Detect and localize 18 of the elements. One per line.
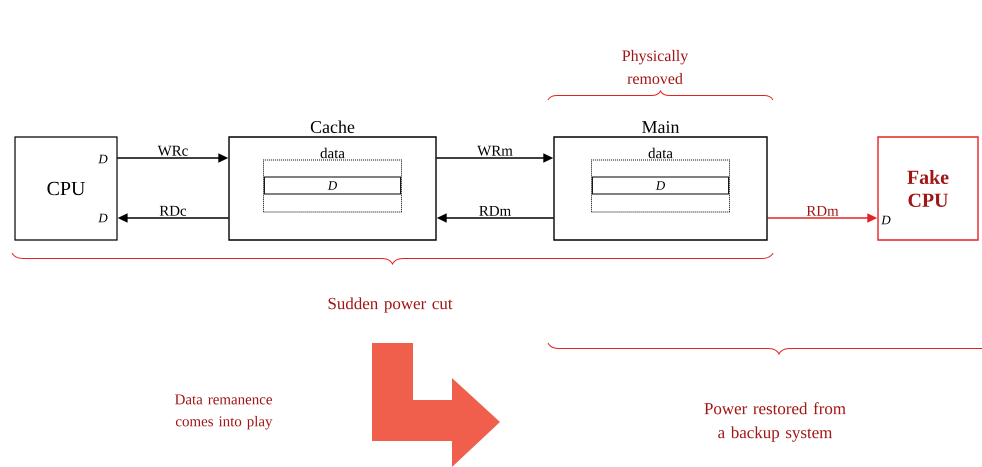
data-row: D bbox=[592, 176, 729, 194]
edge-label: RDm bbox=[478, 204, 512, 217]
node-label: Main bbox=[642, 121, 680, 134]
edge-label: RDm bbox=[805, 204, 840, 217]
node-label: Cache bbox=[310, 120, 354, 134]
annotation: Power restored from a backup system bbox=[704, 402, 846, 442]
edge-label: RDc bbox=[158, 204, 188, 217]
edge-label: WRc bbox=[156, 144, 190, 157]
annotation: Physically removed bbox=[622, 50, 688, 84]
port-label: D bbox=[881, 216, 890, 224]
node-label: data bbox=[648, 148, 673, 158]
edge-label: WRm bbox=[476, 144, 514, 157]
data-row: D bbox=[264, 176, 401, 194]
annotation: Data remanence comes into play bbox=[175, 394, 272, 430]
port-label: D bbox=[98, 214, 108, 222]
annotation: Sudden power cut bbox=[328, 297, 452, 313]
node-label: data bbox=[320, 148, 345, 158]
port-label: D bbox=[98, 154, 108, 164]
